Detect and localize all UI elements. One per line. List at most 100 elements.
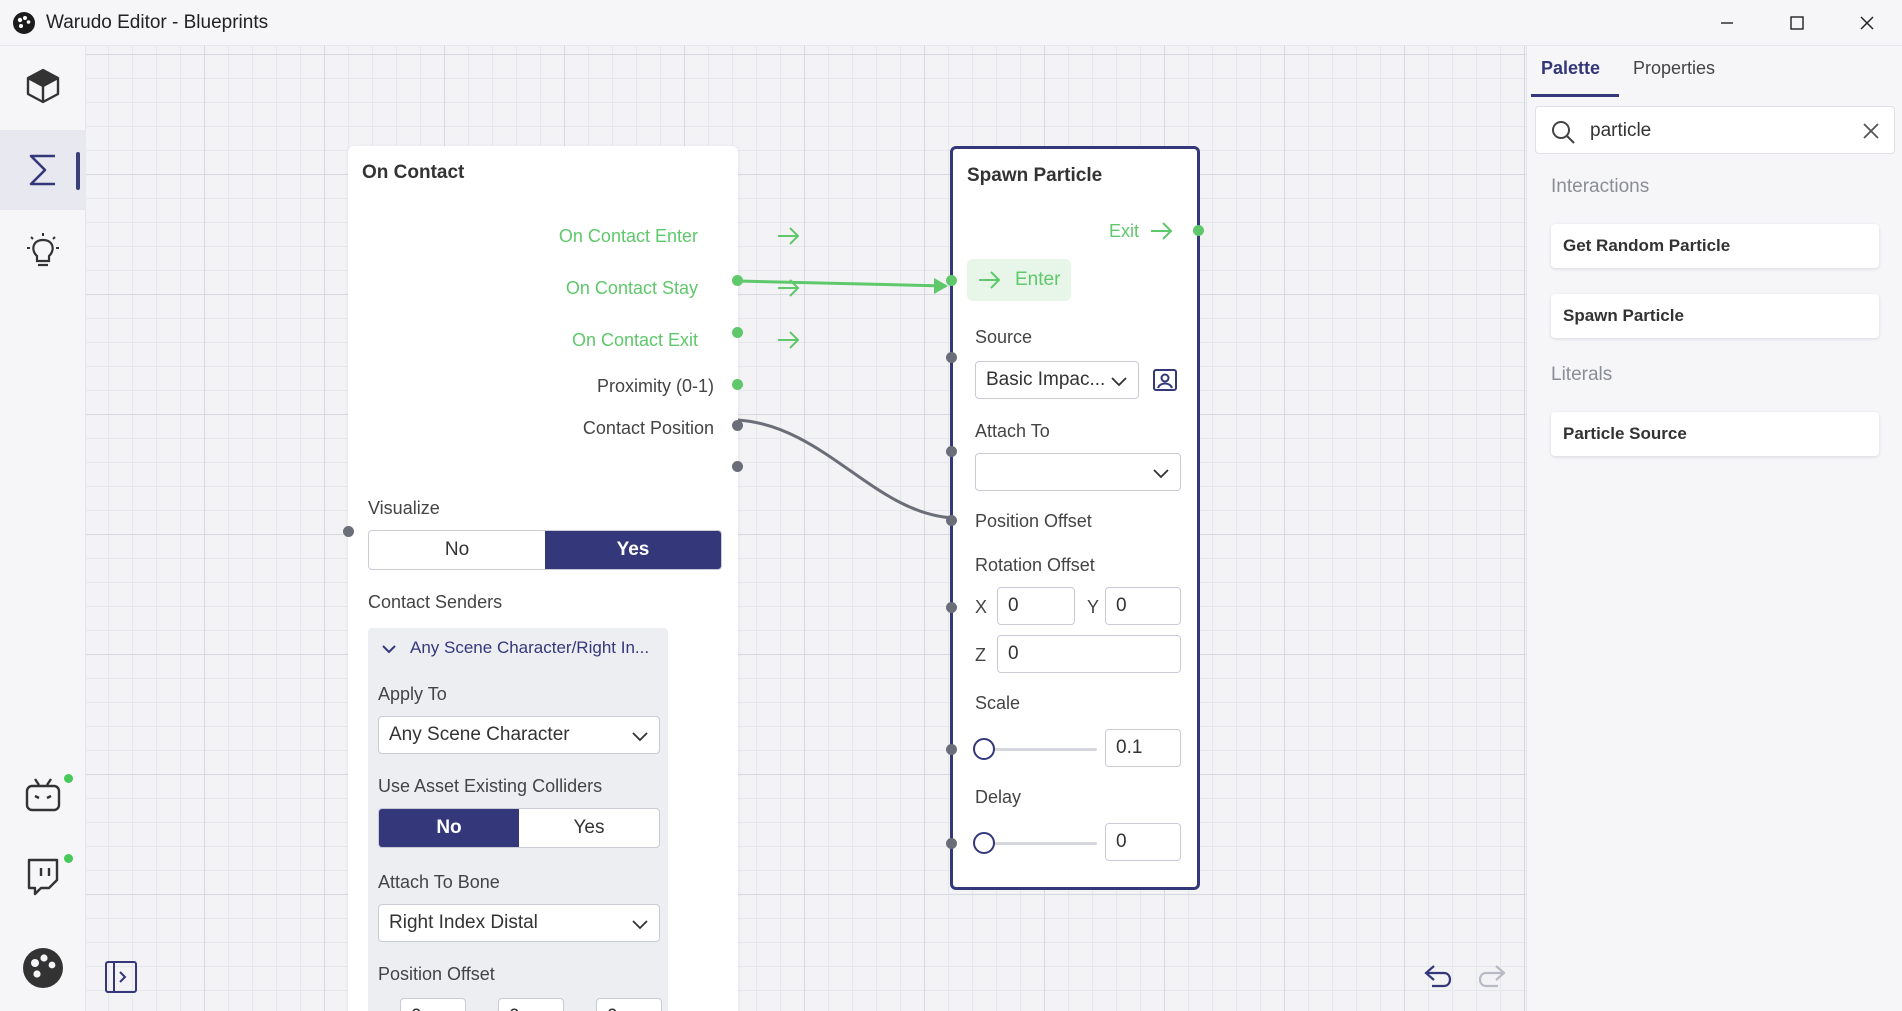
asset-browser-icon[interactable] [1151,367,1179,395]
source-value: Basic Impac... [986,369,1106,390]
arrow-right-icon [778,279,800,297]
scale-slider-track[interactable] [983,748,1097,751]
output-contact-position: Contact Position [582,418,714,438]
sidebar-item-tips[interactable] [0,212,86,292]
enter-flow-input[interactable]: Enter [967,259,1071,301]
pin-attach-to[interactable] [946,446,957,457]
visualize-no-option[interactable]: No [444,539,470,560]
blueprint-canvas[interactable]: On Contact On Contact Enter On Contact S… [86,46,1526,1011]
use-colliders-yes-option[interactable]: Yes [573,817,605,838]
bilibili-icon [25,778,61,812]
pin-on-contact-stay[interactable] [732,327,743,338]
visualize-label: Visualize [368,498,440,518]
attach-bone-select[interactable]: Right Index Distal [378,904,660,942]
title-bar: Warudo Editor - Blueprints [0,0,1902,46]
arrow-right-icon [778,227,800,245]
pin-proximity[interactable] [732,420,743,431]
on-contact-node[interactable]: On Contact On Contact Enter On Contact S… [343,146,800,1011]
attach-to-select[interactable] [975,453,1181,491]
rotation-offset-z-input[interactable]: 0 [997,635,1181,673]
lightbulb-icon [27,233,59,267]
position-offset-label: Position Offset [378,964,495,984]
arrow-right-icon [778,331,800,349]
use-colliders-toggle[interactable]: No Yes [378,808,660,848]
apply-to-value: Any Scene Character [389,724,570,745]
contact-sender-title[interactable]: Any Scene Character/Right In... [410,638,650,657]
visualize-toggle[interactable]: No Yes [368,530,722,570]
pin-source[interactable] [946,352,957,363]
attach-bone-value: Right Index Distal [389,912,538,933]
rot-x-label: X [975,597,988,617]
y-axis-label: Y [476,1008,488,1011]
data-wire [737,418,957,520]
sidebar-item-warudo[interactable] [0,928,86,1008]
search-input[interactable]: particle [1590,120,1652,141]
redo-icon[interactable] [1474,958,1508,992]
section-literals-title: Literals [1551,364,1613,385]
scale-input[interactable]: 0.1 [1105,729,1181,767]
pin-rotation-offset[interactable] [946,602,957,613]
source-label: Source [975,327,1033,347]
rot-y-label: Y [1087,597,1100,617]
undo-icon[interactable] [1422,958,1456,992]
flow-wire [737,279,947,288]
palette-item-get-random-particle[interactable]: Get Random Particle [1551,224,1879,268]
output-on-contact-exit: On Contact Exit [571,330,698,350]
attach-bone-label: Attach To Bone [378,872,500,892]
palette-item-particle-source[interactable]: Particle Source [1551,412,1879,456]
delay-input[interactable]: 0 [1105,823,1181,861]
pin-visualize-input[interactable] [343,526,354,537]
contact-senders-label: Contact Senders [368,592,503,612]
twitch-icon [27,858,59,896]
maximize-button[interactable] [1762,0,1832,46]
warudo-app-icon [13,11,35,34]
sidebar-item-scene[interactable] [0,46,86,126]
sigma-icon [29,154,55,186]
delay-slider-thumb[interactable] [973,832,995,854]
position-offset-z-input[interactable]: 0 [596,998,662,1011]
right-panel: Palette Properties particle Interactions… [1526,46,1902,1011]
tab-palette[interactable]: Palette [1541,58,1601,78]
sidebar-item-twitch[interactable] [0,836,86,916]
pin-on-contact-exit[interactable] [732,379,743,390]
chevron-down-icon [632,732,648,742]
use-colliders-no-option[interactable]: No [379,809,519,847]
output-proximity: Proximity (0-1) [596,376,714,396]
pin-position-offset[interactable] [946,515,957,526]
pin-contact-position[interactable] [732,461,743,472]
source-select[interactable]: Basic Impac... [975,361,1139,399]
spawn-particle-node[interactable]: Spawn Particle Exit Enter Source Basic I… [946,146,1204,890]
close-window-button[interactable] [1832,0,1902,46]
minimize-button[interactable] [1692,0,1762,46]
pin-exit[interactable] [1193,225,1204,236]
rotation-offset-x-input[interactable]: 0 [997,587,1075,625]
rotation-offset-y-input[interactable]: 0 [1105,587,1181,625]
maximize-icon [1790,16,1804,30]
chevron-down-icon [1111,377,1127,387]
clear-search-icon[interactable] [1862,122,1880,140]
output-on-contact-stay: On Contact Stay [565,278,698,298]
pin-on-contact-enter[interactable] [732,275,743,286]
toggle-panel-icon[interactable] [104,960,138,994]
pin-enter[interactable] [946,275,957,286]
warudo-logo-icon [23,948,63,988]
palette-search[interactable]: particle [1535,106,1895,154]
pin-delay[interactable] [946,838,957,849]
chevron-down-icon[interactable] [380,640,398,658]
visualize-yes-option[interactable]: Yes [545,531,721,569]
palette-item-spawn-particle[interactable]: Spawn Particle [1551,294,1879,338]
x-axis-label: X [378,1008,390,1011]
sidebar-item-bilibili[interactable] [0,756,86,836]
output-on-contact-enter: On Contact Enter [558,226,698,246]
position-offset-y-input[interactable]: 0 [498,998,564,1011]
chevron-down-icon [632,920,648,930]
apply-to-select[interactable]: Any Scene Character [378,716,660,754]
tab-properties[interactable]: Properties [1633,58,1716,78]
sidebar-item-blueprints[interactable] [0,130,86,210]
delay-slider-track[interactable] [983,842,1097,845]
scale-slider-thumb[interactable] [973,738,995,760]
arrow-right-icon [979,271,1001,289]
rot-z-label: Z [975,645,986,665]
pin-scale[interactable] [946,744,957,755]
position-offset-x-input[interactable]: 0 [400,998,466,1011]
